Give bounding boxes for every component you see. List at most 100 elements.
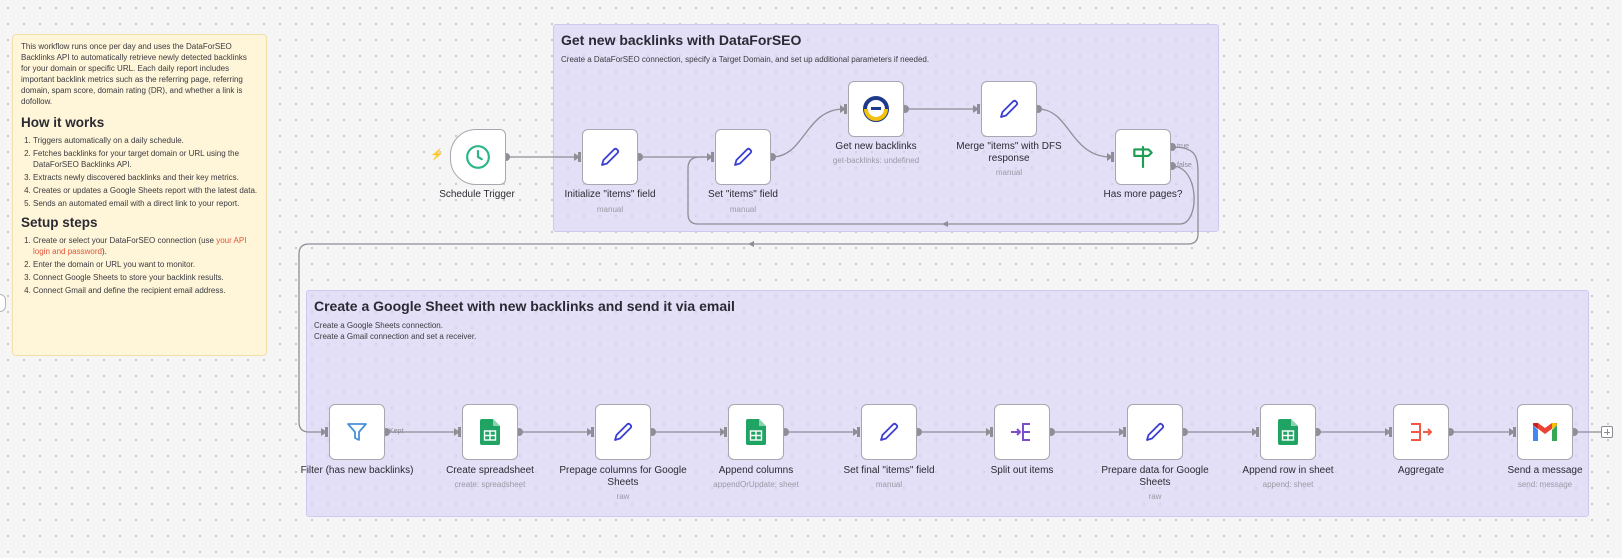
node-append-columns[interactable] bbox=[728, 404, 784, 460]
node-has-more-pages[interactable] bbox=[1115, 129, 1171, 185]
node-label: Aggregate bbox=[1397, 465, 1445, 476]
node-subtitle: raw bbox=[1148, 492, 1162, 501]
input-handle bbox=[1111, 152, 1114, 162]
node-subtitle: manual bbox=[729, 205, 757, 214]
edge-label-false: false bbox=[1177, 162, 1192, 169]
how-step: Creates or updates a Google Sheets repor… bbox=[33, 185, 258, 196]
node-subtitle: appendOrUpdate: sheet bbox=[713, 480, 799, 489]
how-it-works-list: Triggers automatically on a daily schedu… bbox=[21, 135, 258, 209]
google-sheets-icon bbox=[746, 419, 766, 445]
how-step: Triggers automatically on a daily schedu… bbox=[33, 135, 258, 146]
arrow-head bbox=[986, 428, 992, 436]
node-schedule-trigger[interactable] bbox=[450, 129, 506, 185]
group-title: Create a Google Sheet with new backlinks… bbox=[314, 298, 735, 314]
setup-steps-list: Create or select your DataForSEO connect… bbox=[21, 235, 258, 296]
arrow-head bbox=[748, 241, 754, 247]
input-handle bbox=[1256, 427, 1259, 437]
node-label: Append row in sheet bbox=[1242, 465, 1334, 476]
connection-line bbox=[771, 108, 845, 158]
node-label: Set final "items" field bbox=[843, 465, 935, 476]
node-append-row[interactable] bbox=[1260, 404, 1316, 460]
node-send-message[interactable] bbox=[1517, 404, 1573, 460]
node-label: Create spreadsheet bbox=[446, 465, 534, 476]
input-handle bbox=[724, 427, 727, 437]
input-handle bbox=[857, 427, 860, 437]
node-label: Split out items bbox=[990, 465, 1054, 476]
node-prepage-columns[interactable] bbox=[595, 404, 651, 460]
node-filter[interactable] bbox=[329, 404, 385, 460]
node-subtitle: send: message bbox=[1517, 480, 1573, 489]
connection-line bbox=[687, 156, 1195, 225]
node-label: Prepage columns for Google Sheets bbox=[559, 465, 687, 488]
pencil-icon bbox=[611, 420, 635, 444]
node-label: Set "items" field bbox=[708, 189, 778, 200]
node-merge-items[interactable] bbox=[981, 81, 1037, 137]
node-label: Merge "items" with DFS response bbox=[956, 141, 1062, 164]
arrow-head bbox=[840, 105, 846, 113]
group-description: Create a DataForSEO connection, specify … bbox=[561, 55, 930, 64]
edge-label-kept: Kept bbox=[389, 428, 404, 435]
dataforseo-icon bbox=[862, 95, 890, 123]
node-label: Filter (has new backlinks) bbox=[300, 465, 414, 476]
input-handle bbox=[325, 427, 328, 437]
node-create-spreadsheet[interactable] bbox=[462, 404, 518, 460]
setup-step: Enter the domain or URL you want to moni… bbox=[33, 259, 258, 270]
pencil-icon bbox=[598, 145, 622, 169]
group-create-sheet[interactable]: Create a Google Sheet with new backlinks… bbox=[306, 290, 1589, 517]
arrow-head bbox=[707, 153, 713, 161]
arrow-head bbox=[942, 221, 948, 227]
google-sheets-icon bbox=[1278, 419, 1298, 445]
node-label: Send a message bbox=[1507, 465, 1583, 476]
node-initialize-items[interactable] bbox=[582, 129, 638, 185]
how-step: Extracts newly discovered backlinks and … bbox=[33, 172, 258, 183]
arrow-head bbox=[1509, 428, 1515, 436]
pencil-icon bbox=[997, 97, 1021, 121]
node-aggregate[interactable] bbox=[1393, 404, 1449, 460]
filter-icon bbox=[345, 420, 369, 444]
google-sheets-icon bbox=[480, 419, 500, 445]
arrow-head bbox=[1385, 428, 1391, 436]
setup-step-text: ). bbox=[101, 247, 107, 256]
arrow-head bbox=[454, 428, 460, 436]
setup-step: Connect Google Sheets to store your back… bbox=[33, 272, 258, 283]
input-handle bbox=[711, 152, 714, 162]
group-title: Get new backlinks with DataForSEO bbox=[561, 32, 802, 48]
node-label: Schedule Trigger bbox=[439, 189, 515, 200]
node-label: Get new backlinks bbox=[835, 141, 917, 152]
node-subtitle: append: sheet bbox=[1262, 480, 1314, 489]
sticky-note[interactable]: This workflow runs once per day and uses… bbox=[12, 34, 267, 356]
gmail-icon bbox=[1531, 421, 1559, 443]
how-it-works-heading: How it works bbox=[21, 115, 105, 130]
api-login-link[interactable]: your API login and password bbox=[33, 236, 247, 256]
node-label: Initialize "items" field bbox=[564, 189, 656, 200]
group-description: Create a Google Sheets connection. bbox=[314, 321, 443, 330]
setup-step: Create or select your DataForSEO connect… bbox=[33, 235, 258, 257]
arrow-head bbox=[1107, 153, 1113, 161]
input-handle bbox=[1513, 427, 1516, 437]
pencil-icon bbox=[1143, 420, 1167, 444]
connection-line bbox=[1037, 108, 1112, 158]
node-get-new-backlinks[interactable] bbox=[848, 81, 904, 137]
arrow-head bbox=[587, 428, 593, 436]
connection-line bbox=[298, 146, 1199, 433]
pencil-icon bbox=[731, 145, 755, 169]
arrow-head bbox=[321, 428, 327, 436]
input-handle bbox=[844, 104, 847, 114]
add-node-button[interactable] bbox=[1601, 426, 1613, 438]
arrow-head bbox=[1119, 428, 1125, 436]
node-set-items[interactable] bbox=[715, 129, 771, 185]
node-set-final-items[interactable] bbox=[861, 404, 917, 460]
sticky-intro: This workflow runs once per day and uses… bbox=[21, 42, 247, 106]
arrow-head bbox=[1252, 428, 1258, 436]
signpost-icon bbox=[1130, 144, 1156, 170]
node-prepare-data[interactable] bbox=[1127, 404, 1183, 460]
setup-step-text: Create or select your DataForSEO connect… bbox=[33, 236, 217, 245]
node-label: Prepare data for Google Sheets bbox=[1101, 465, 1209, 488]
aggregate-icon bbox=[1408, 420, 1434, 444]
node-split-out-items[interactable] bbox=[994, 404, 1050, 460]
group-description: Create a Gmail connection and set a rece… bbox=[314, 332, 477, 341]
trigger-bolt-icon: ⚡ bbox=[430, 149, 444, 161]
arrow-head bbox=[853, 428, 859, 436]
input-handle bbox=[977, 104, 980, 114]
split-icon bbox=[1009, 420, 1035, 444]
